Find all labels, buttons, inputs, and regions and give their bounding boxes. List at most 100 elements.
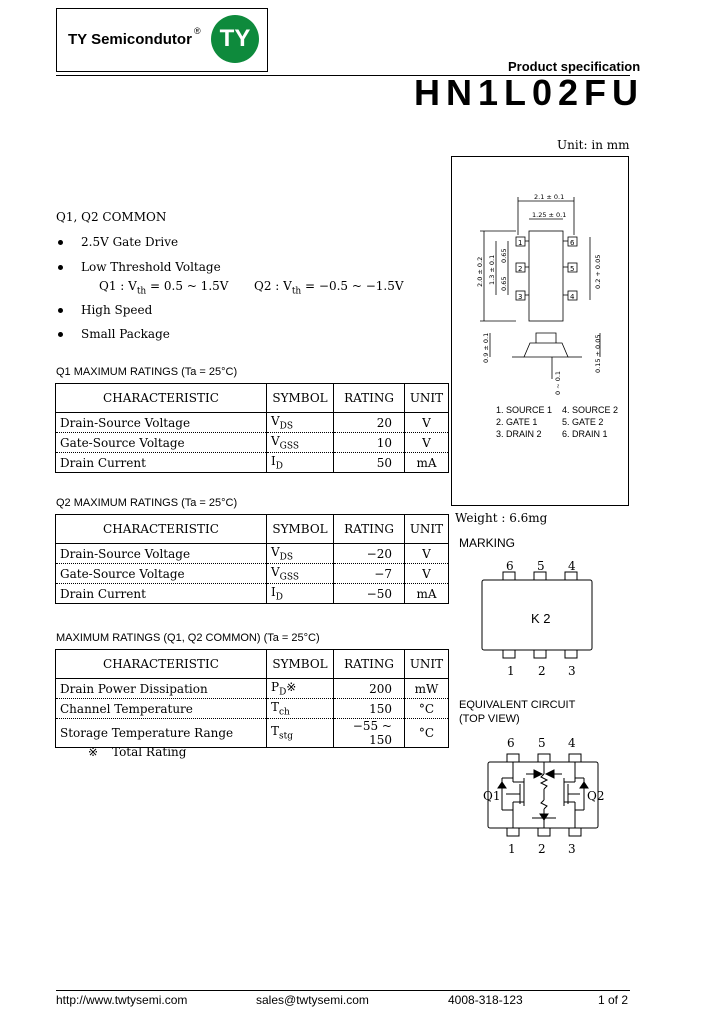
registered-mark: ® <box>194 26 201 36</box>
table-row: Drain-Source Voltage VDS 20 V <box>55 412 449 433</box>
cell-characteristic: Drain-Source Voltage <box>55 412 267 433</box>
marking-code: K 2 <box>531 611 551 626</box>
pin-num: 6 <box>570 239 575 247</box>
pin-num: 4 <box>570 293 575 301</box>
feature-item: Small Package <box>81 327 170 341</box>
footer-phone: 4008-318-123 <box>448 993 523 1007</box>
weight-label: Weight : 6.6mg <box>455 511 548 525</box>
cell-characteristic: Drain Current <box>55 583 267 604</box>
vth-q2: Q2 : Vth = −0.5 ~ −1.5V <box>254 279 404 297</box>
col-symbol: SYMBOL <box>266 514 334 544</box>
bullet <box>58 240 63 245</box>
circuit-pin: 6 <box>507 736 515 750</box>
col-characteristic: CHARACTERISTIC <box>55 649 267 679</box>
cell-symbol: ID <box>266 583 334 604</box>
cell-characteristic: Storage Temperature Range <box>55 718 267 748</box>
col-unit: UNIT <box>404 649 449 679</box>
marking-title: MARKING <box>459 536 516 550</box>
footer-rule <box>56 990 630 991</box>
bullet <box>58 265 63 270</box>
package-drawing: 2.1 ± 0.1 1.25 ± 0.1 2.0 ± 0.2 1.3 ± 0.1… <box>476 193 602 395</box>
table-row: Drain Current ID 50 mA <box>55 452 449 473</box>
col-rating: RATING <box>333 514 405 544</box>
cell-rating: −55 ~ 150 <box>333 718 405 748</box>
cell-rating: 20 <box>333 412 405 433</box>
q2-ratings-title: Q2 MAXIMUM RATINGS (Ta = 25°C) <box>56 497 238 509</box>
unit-label: Unit: in mm <box>557 138 630 152</box>
pin-num: 3 <box>518 293 522 301</box>
pin-legend-left: 1. SOURCE 1 2. GATE 1 3. DRAIN 2 <box>496 404 552 440</box>
cell-unit: °C <box>404 718 449 748</box>
col-rating: RATING <box>333 649 405 679</box>
table-row: Gate-Source Voltage VGSS 10 V <box>55 432 449 453</box>
cell-characteristic: Channel Temperature <box>55 698 267 719</box>
pin-num: 5 <box>570 265 574 273</box>
marking-pin: 5 <box>537 559 545 573</box>
pin-label: 1. SOURCE 1 <box>496 405 553 415</box>
cell-characteristic: Drain Current <box>55 452 267 473</box>
dim-standoff: 0.9 ± 0.1 <box>482 333 490 363</box>
marking-pin: 3 <box>568 664 576 678</box>
pin-label: 4. SOURCE 2 <box>562 405 619 415</box>
cell-rating: 10 <box>333 432 405 453</box>
cell-unit: V <box>404 543 449 564</box>
pin-label: 2. GATE 1 <box>496 417 538 427</box>
footer-email[interactable]: sales@twtysemi.com <box>256 993 369 1007</box>
col-unit: UNIT <box>404 514 449 544</box>
cell-symbol: PD※ <box>266 678 334 699</box>
cell-rating: −7 <box>333 563 405 584</box>
feature-item: High Speed <box>81 303 153 317</box>
table-row: Drain Power Dissipation PD※ 200 mW <box>55 678 449 699</box>
table-row: Drain Current ID −50 mA <box>55 583 449 604</box>
col-rating: RATING <box>333 383 405 413</box>
pin-label: 6. DRAIN 1 <box>562 429 608 439</box>
table-row: Drain-Source Voltage VDS −20 V <box>55 543 449 564</box>
cell-unit: °C <box>404 698 449 719</box>
circuit-subtitle: (TOP VIEW) <box>459 713 520 725</box>
pin-num: 1 <box>518 239 522 247</box>
bullet <box>58 332 63 337</box>
pin-label: 3. DRAIN 2 <box>496 429 542 439</box>
header-rule <box>56 75 630 76</box>
company-logo: TY <box>211 15 259 63</box>
cell-symbol: VGSS <box>266 563 334 584</box>
feature-item: 2.5V Gate Drive <box>81 235 179 249</box>
common-ratings-table: CHARACTERISTIC SYMBOL RATING UNIT Drain … <box>55 649 449 748</box>
company-name: TY Semicondutor <box>68 31 192 48</box>
marking-pin: 2 <box>538 664 546 678</box>
marking-pin: 1 <box>507 664 515 678</box>
circuit-pin: 5 <box>538 736 546 750</box>
pin-legend-right: 4. SOURCE 2 5. GATE 2 6. DRAIN 1 <box>562 404 618 440</box>
cell-symbol: VDS <box>266 412 334 433</box>
q1-label: Q1 <box>483 789 501 803</box>
col-characteristic: CHARACTERISTIC <box>55 383 267 413</box>
feature-item: Low Threshold Voltage <box>81 260 221 274</box>
circuit-pin: 4 <box>568 736 576 750</box>
col-unit: UNIT <box>404 383 449 413</box>
cell-characteristic: Gate-Source Voltage <box>55 563 267 584</box>
cell-symbol: ID <box>266 452 334 473</box>
cell-rating: 150 <box>333 698 405 719</box>
table-row: Gate-Source Voltage VGSS −7 V <box>55 563 449 584</box>
cell-rating: −20 <box>333 543 405 564</box>
cell-symbol: Tch <box>266 698 334 719</box>
footer-url[interactable]: http://www.twtysemi.com <box>56 993 188 1007</box>
q2-ratings-table: CHARACTERISTIC SYMBOL RATING UNIT Drain-… <box>55 514 449 604</box>
dim-width: 2.1 ± 0.1 <box>534 193 564 201</box>
dim-lead-2: 0.65 <box>500 277 508 291</box>
page-number: 1 of 2 <box>598 993 629 1007</box>
cell-unit: mA <box>404 452 449 473</box>
cell-rating: 200 <box>333 678 405 699</box>
cell-unit: V <box>404 432 449 453</box>
cell-characteristic: Drain Power Dissipation <box>55 678 267 699</box>
marking-diagram <box>481 571 593 659</box>
circuit-title: EQUIVALENT CIRCUIT <box>459 699 576 711</box>
dim-lead: 0.65 <box>500 249 508 263</box>
common-ratings-title: MAXIMUM RATINGS (Q1, Q2 COMMON) (Ta = 25… <box>56 632 320 644</box>
circuit-pin: 2 <box>538 842 546 856</box>
col-symbol: SYMBOL <box>266 383 334 413</box>
dim-lead-thickness: 0.15 ± 0.05 <box>594 334 602 373</box>
cell-unit: V <box>404 412 449 433</box>
pin-label: 5. GATE 2 <box>562 417 604 427</box>
dim-offset: 0 ~ 0.1 <box>554 371 562 395</box>
